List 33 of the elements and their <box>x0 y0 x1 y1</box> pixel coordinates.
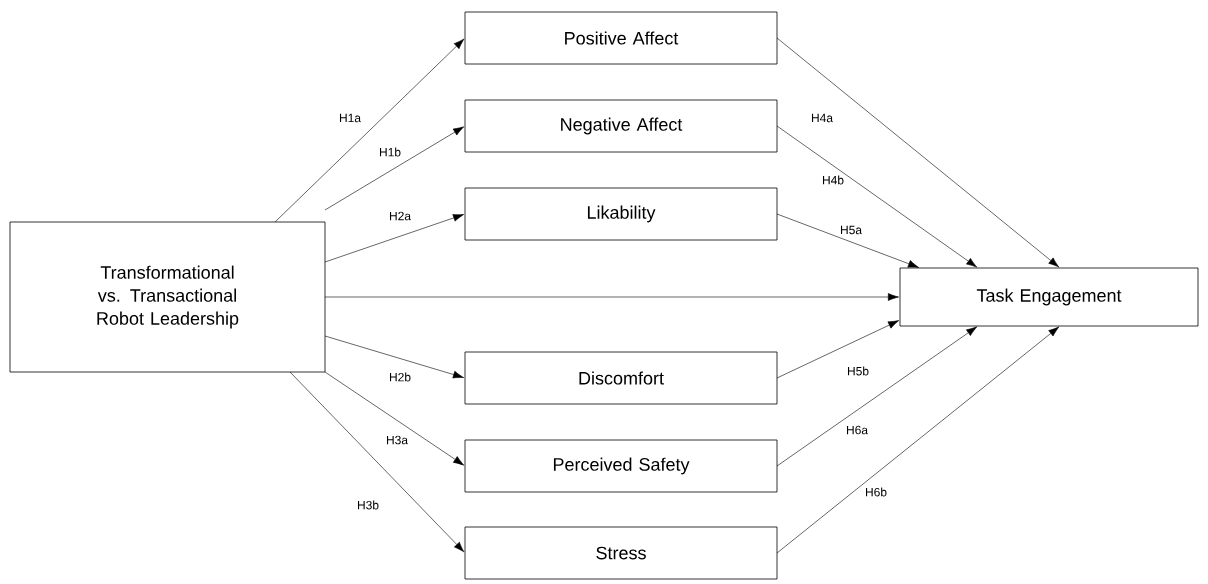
arrow <box>324 214 464 263</box>
arrow <box>776 125 978 268</box>
hypothesis-label: H6b <box>866 487 887 497</box>
arrow <box>324 293 899 301</box>
hypothesis-label: H2b <box>390 372 411 382</box>
construct-box: Task Engagement <box>899 267 1199 327</box>
hypothesis-label: H3b <box>358 500 379 510</box>
hypothesis-label: H5a <box>841 225 862 235</box>
arrow <box>324 126 465 211</box>
hypothesis-label: H6a <box>847 425 868 435</box>
hypothesis-label: H4a <box>812 113 833 123</box>
arrow <box>776 213 919 268</box>
hypothesis-label: H1b <box>380 147 401 157</box>
arrow <box>776 326 978 467</box>
construct-box: Perceived Safety <box>464 439 778 493</box>
hypothesis-label: H5b <box>848 366 869 376</box>
arrow <box>324 371 465 466</box>
construct-box: Discomfort <box>464 351 778 405</box>
construct-box: Negative Affect <box>464 99 778 153</box>
arrow <box>776 326 1060 554</box>
construct-box: Transformational vs. Transactional Robot Leadership <box>9 221 326 373</box>
arrow <box>274 38 465 223</box>
construct-box: Stress <box>464 526 778 580</box>
hypothesis-label: H4b <box>823 175 844 185</box>
arrow <box>776 320 900 379</box>
hypothesis-label: H2a <box>390 211 411 221</box>
construct-box: Positive Affect <box>464 11 778 65</box>
hypothesis-label: H1a <box>340 113 361 123</box>
hypothesis-label: H3a <box>387 435 408 445</box>
arrow <box>776 37 1060 268</box>
arrow <box>289 371 465 553</box>
arrow <box>324 335 464 379</box>
construct-box: Likability <box>464 187 778 241</box>
